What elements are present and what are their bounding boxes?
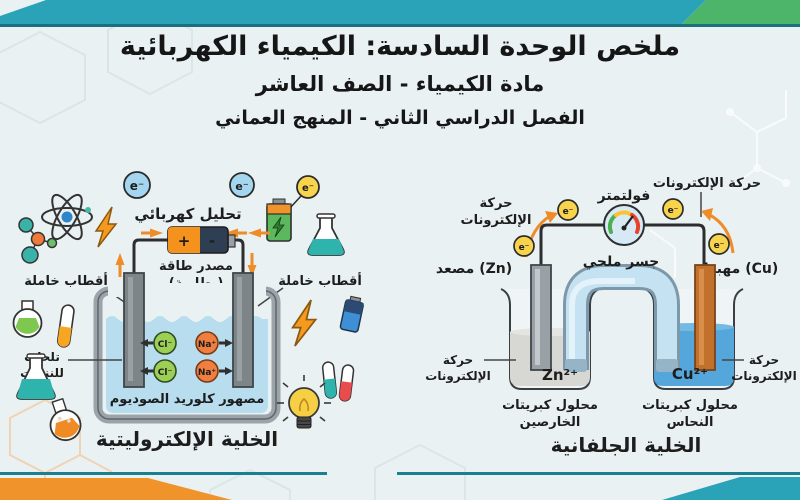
electron-badge-icon: e⁻ bbox=[708, 233, 730, 255]
page-title: ملخص الوحدة السادسة: الكيمياء الكهربائية bbox=[119, 31, 681, 62]
chloride-ion-badge: Cl⁻ bbox=[140, 331, 177, 355]
power-source-label: مصدر طاقة bbox=[159, 259, 233, 274]
current-arrow-icon bbox=[115, 228, 270, 277]
bottom-accent-line-left bbox=[0, 472, 327, 475]
bottom-band-teal bbox=[662, 477, 800, 500]
electrolyte-label: مصهور كلوريد الصوديوم bbox=[110, 392, 265, 407]
galvanic-cell-diagram: حركة الإلكترونات حركة الإلكترونات فولتمت… bbox=[425, 176, 796, 457]
cathode-label: مهبط (Cu) bbox=[702, 261, 779, 277]
galvanic-cell-title: الخلية الجلفانية bbox=[551, 433, 702, 457]
electron-badge-icon: e⁻ bbox=[289, 175, 320, 209]
page-subtitle2: الفصل الدراسي الثاني - المنهج العماني bbox=[215, 107, 585, 129]
electron-badge-icon: e⁻ bbox=[513, 235, 535, 257]
test-tube-icon bbox=[338, 364, 355, 402]
bottom-band-orange bbox=[0, 478, 232, 500]
flask-icon bbox=[49, 397, 82, 442]
lightning-icon bbox=[291, 299, 318, 347]
title-block: ملخص الوحدة السادسة: الكيمياء الكهربائية… bbox=[0, 28, 800, 134]
top-band-teal bbox=[0, 0, 706, 24]
electrolytic-cell-diagram: e⁻ e⁻ e⁻ تحليل كهربائي bbox=[12, 171, 364, 451]
copper-ion-label: Cu²⁺ bbox=[672, 365, 708, 383]
page-subtitle: مادة الكيمياء - الصف العاشر bbox=[255, 72, 545, 96]
electron-motion-beaker-left-line1: حركة bbox=[443, 353, 473, 367]
molecule-doodle-icon bbox=[649, 90, 790, 278]
electron-label: e⁻ bbox=[714, 241, 725, 251]
top-band-green bbox=[682, 0, 800, 24]
electron-motion-beaker-left-line2: الإلكترونات bbox=[425, 369, 490, 384]
electron-motion-left-line1: حركة bbox=[480, 196, 513, 211]
chloride-ion-label: Cl⁻ bbox=[158, 340, 173, 350]
test-tube-icon bbox=[56, 304, 75, 348]
zinc-solution-label-line1: محلول كبريتات bbox=[502, 398, 598, 413]
battery-minus-label: - bbox=[209, 232, 215, 250]
electrolytic-cell-title: الخلية الإلكتروليتية bbox=[96, 427, 278, 451]
flask-icon bbox=[16, 353, 56, 400]
copper-solution-label-line2: النحاس bbox=[667, 415, 714, 430]
flask-icon bbox=[307, 213, 345, 256]
salt-bridge-label: جسر ملحي bbox=[583, 254, 660, 270]
inert-electrodes-label-right: أقطاب خاملة bbox=[278, 272, 362, 289]
electron-badge-icon: e⁻ bbox=[662, 198, 684, 220]
electron-label: e⁻ bbox=[519, 243, 530, 253]
salt-bridge-end bbox=[656, 359, 678, 372]
battery-power-source-icon: + - bbox=[167, 226, 236, 254]
electron-motion-beaker-right-line2: الإلكترونات bbox=[731, 369, 796, 384]
lightning-icon bbox=[94, 206, 118, 248]
electron-badge-icon: e⁻ bbox=[123, 171, 151, 199]
zinc-solution-label-line2: الخارصين bbox=[520, 415, 581, 430]
inert-electrode bbox=[123, 272, 145, 388]
top-accent-line bbox=[0, 24, 800, 27]
sodium-ion-badge: Na⁺ bbox=[195, 331, 233, 355]
wire-right bbox=[220, 238, 245, 275]
battery-icon bbox=[339, 295, 364, 333]
sodium-ion-label: Na⁺ bbox=[198, 340, 217, 350]
sodium-ion-badge: Na⁺ bbox=[195, 359, 233, 383]
electron-motion-left-line2: الإلكترونات bbox=[461, 213, 532, 228]
electron-flow-arrowhead-icon bbox=[545, 208, 713, 223]
electron-motion-beaker-right-line1: حركة bbox=[749, 353, 779, 367]
test-tube-icon bbox=[321, 361, 338, 399]
zinc-electrode bbox=[530, 264, 552, 371]
anode-label: مصعد (Zn) bbox=[436, 261, 512, 277]
chloride-ion-badge: Cl⁻ bbox=[140, 359, 177, 383]
atom-icon bbox=[41, 193, 93, 241]
inert-electrodes-label-left: أقطاب خاملة bbox=[24, 272, 108, 289]
salt-bridge-end bbox=[565, 359, 587, 372]
electron-motion-top-right: حركة الإلكترونات bbox=[653, 176, 761, 191]
hexagon-pattern bbox=[0, 6, 466, 500]
chloride-ion-label: Cl⁻ bbox=[158, 368, 173, 378]
light-bulb-icon bbox=[277, 375, 331, 429]
electron-label: e⁻ bbox=[302, 183, 314, 194]
molecule-icon bbox=[18, 217, 58, 264]
electron-label: e⁻ bbox=[668, 206, 679, 216]
electron-label: e⁻ bbox=[235, 180, 248, 193]
electron-badge-icon: e⁻ bbox=[557, 199, 579, 221]
electron-badge-icon: e⁻ bbox=[229, 172, 255, 198]
bottom-accent-line-right bbox=[397, 472, 800, 475]
copper-solution-label-line1: محلول كبريتات bbox=[642, 398, 738, 413]
wire-left bbox=[132, 238, 168, 275]
zinc-ion-label: Zn²⁺ bbox=[542, 366, 578, 384]
electrolysis-label: تحليل كهربائي bbox=[134, 205, 241, 223]
sodium-ion-label: Na⁺ bbox=[198, 368, 217, 378]
electron-label: e⁻ bbox=[130, 179, 144, 193]
salt-bridge bbox=[563, 264, 680, 372]
voltmeter-label: فولتمتر bbox=[597, 188, 651, 204]
inert-electrode bbox=[232, 272, 254, 388]
voltmeter-icon bbox=[603, 204, 645, 246]
copper-electrode bbox=[694, 264, 716, 371]
battery-icon bbox=[266, 198, 292, 242]
flask-icon bbox=[12, 300, 43, 338]
electron-label: e⁻ bbox=[563, 207, 574, 217]
battery-plus-label: + bbox=[178, 232, 191, 250]
